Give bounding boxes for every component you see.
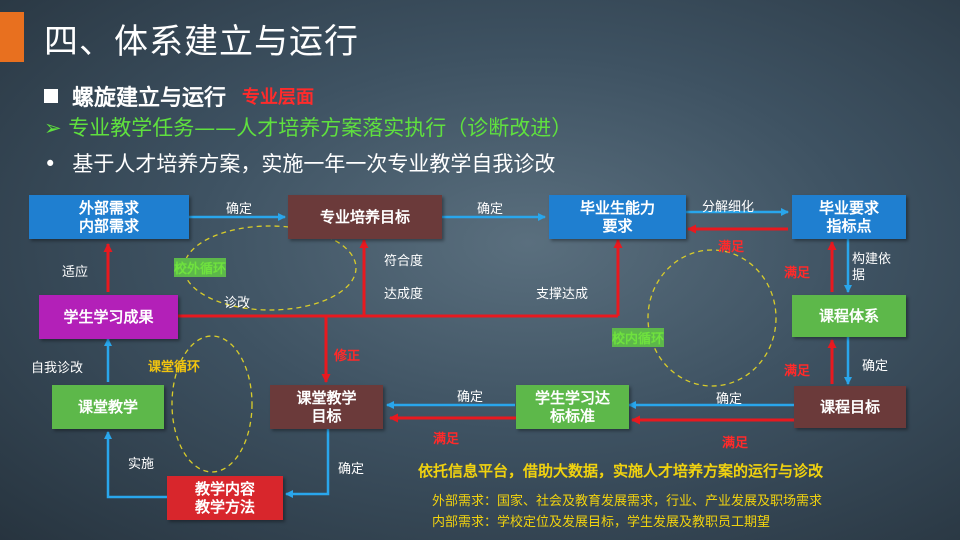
node-classroom-goal: 课堂教学 目标 — [270, 385, 383, 429]
label-satisfy-1: 满足 — [718, 240, 745, 255]
section-heading: 螺旋建立与运行专业层面 — [44, 80, 314, 112]
label-satisfy-5: 满足 — [433, 432, 460, 447]
section-label: 螺旋建立与运行 — [72, 86, 227, 111]
classroom-cycle-ellipse — [171, 335, 253, 473]
arrow-content-to-classroom — [104, 431, 167, 499]
label-inner-cycle: 校内循环 — [612, 328, 665, 347]
label-confirm-1: 确定 — [226, 202, 253, 217]
label-build-basis: 构建依 据 — [852, 252, 892, 283]
node-course-goal: 课程目标 — [794, 386, 906, 428]
internal-needs-note: 内部需求：学校定位及发展目标，学生发展及教职员工期望 — [432, 515, 771, 530]
dot-bullet-icon: • — [44, 152, 57, 176]
label-confirm-6: 确定 — [338, 462, 365, 477]
label-support: 支撑达成 — [536, 287, 589, 302]
label-adapt: 适应 — [62, 265, 89, 280]
label-satisfy-3: 满足 — [784, 364, 811, 379]
node-content-method: 教学内容 教学方法 — [167, 476, 283, 520]
label-conformity: 符合度 — [384, 254, 424, 269]
external-needs-note: 外部需求：国家、社会及教育发展需求，行业、产业发展及职场需求 — [432, 494, 823, 509]
bullet-text: 基于人才培养方案，实施一年一次专业教学自我诊改 — [72, 152, 556, 176]
node-curriculum-system: 课程体系 — [792, 295, 906, 337]
label-confirm-3: 确定 — [862, 359, 889, 374]
label-classroom-cycle: 课堂循环 — [148, 360, 201, 375]
label-achievement: 达成度 — [384, 287, 424, 302]
label-satisfy-4: 满足 — [722, 436, 749, 451]
bottom-summary: 依托信息平台，借助大数据，实施人才培养方案的运行与诊改 — [418, 462, 824, 480]
section-tag: 专业层面 — [242, 87, 315, 108]
slide-title: 四、体系建立与运行 — [44, 22, 359, 62]
subheading: ➢ 专业教学任务——人才培养方案落实执行（诊断改进） — [44, 116, 573, 140]
label-self-diagnosis: 自我诊改 — [31, 361, 84, 376]
node-graduate-ability: 毕业生能力 要求 — [549, 195, 686, 239]
node-learning-outcome: 学生学习成果 — [39, 295, 178, 339]
arrow-classgoal-to-content — [285, 429, 330, 498]
label-decompose: 分解细化 — [702, 200, 755, 215]
label-satisfy-2: 满足 — [784, 266, 811, 281]
node-external-needs: 外部需求 内部需求 — [29, 195, 189, 239]
node-program-goal: 专业培养目标 — [288, 195, 442, 239]
title-accent-bar — [0, 12, 24, 62]
bullet-line: • 基于人才培养方案，实施一年一次专业教学自我诊改 — [44, 148, 555, 178]
node-achievement-standard: 学生学习达 标标准 — [516, 385, 629, 429]
label-revise: 修正 — [334, 349, 361, 364]
node-classroom-teaching: 课堂教学 — [52, 385, 164, 429]
label-confirm-5: 确定 — [457, 390, 484, 405]
label-outer-cycle: 校外循环 — [174, 258, 227, 277]
label-confirm-2: 确定 — [477, 202, 504, 217]
outer-cycle-ellipse — [183, 225, 357, 311]
inner-cycle-ellipse — [647, 249, 777, 387]
label-diagnosis: 诊改 — [224, 296, 251, 311]
label-implement: 实施 — [128, 457, 155, 472]
node-graduate-requirement: 毕业要求 指标点 — [792, 195, 906, 239]
label-confirm-4: 确定 — [716, 392, 743, 407]
square-bullet-icon — [44, 89, 58, 103]
